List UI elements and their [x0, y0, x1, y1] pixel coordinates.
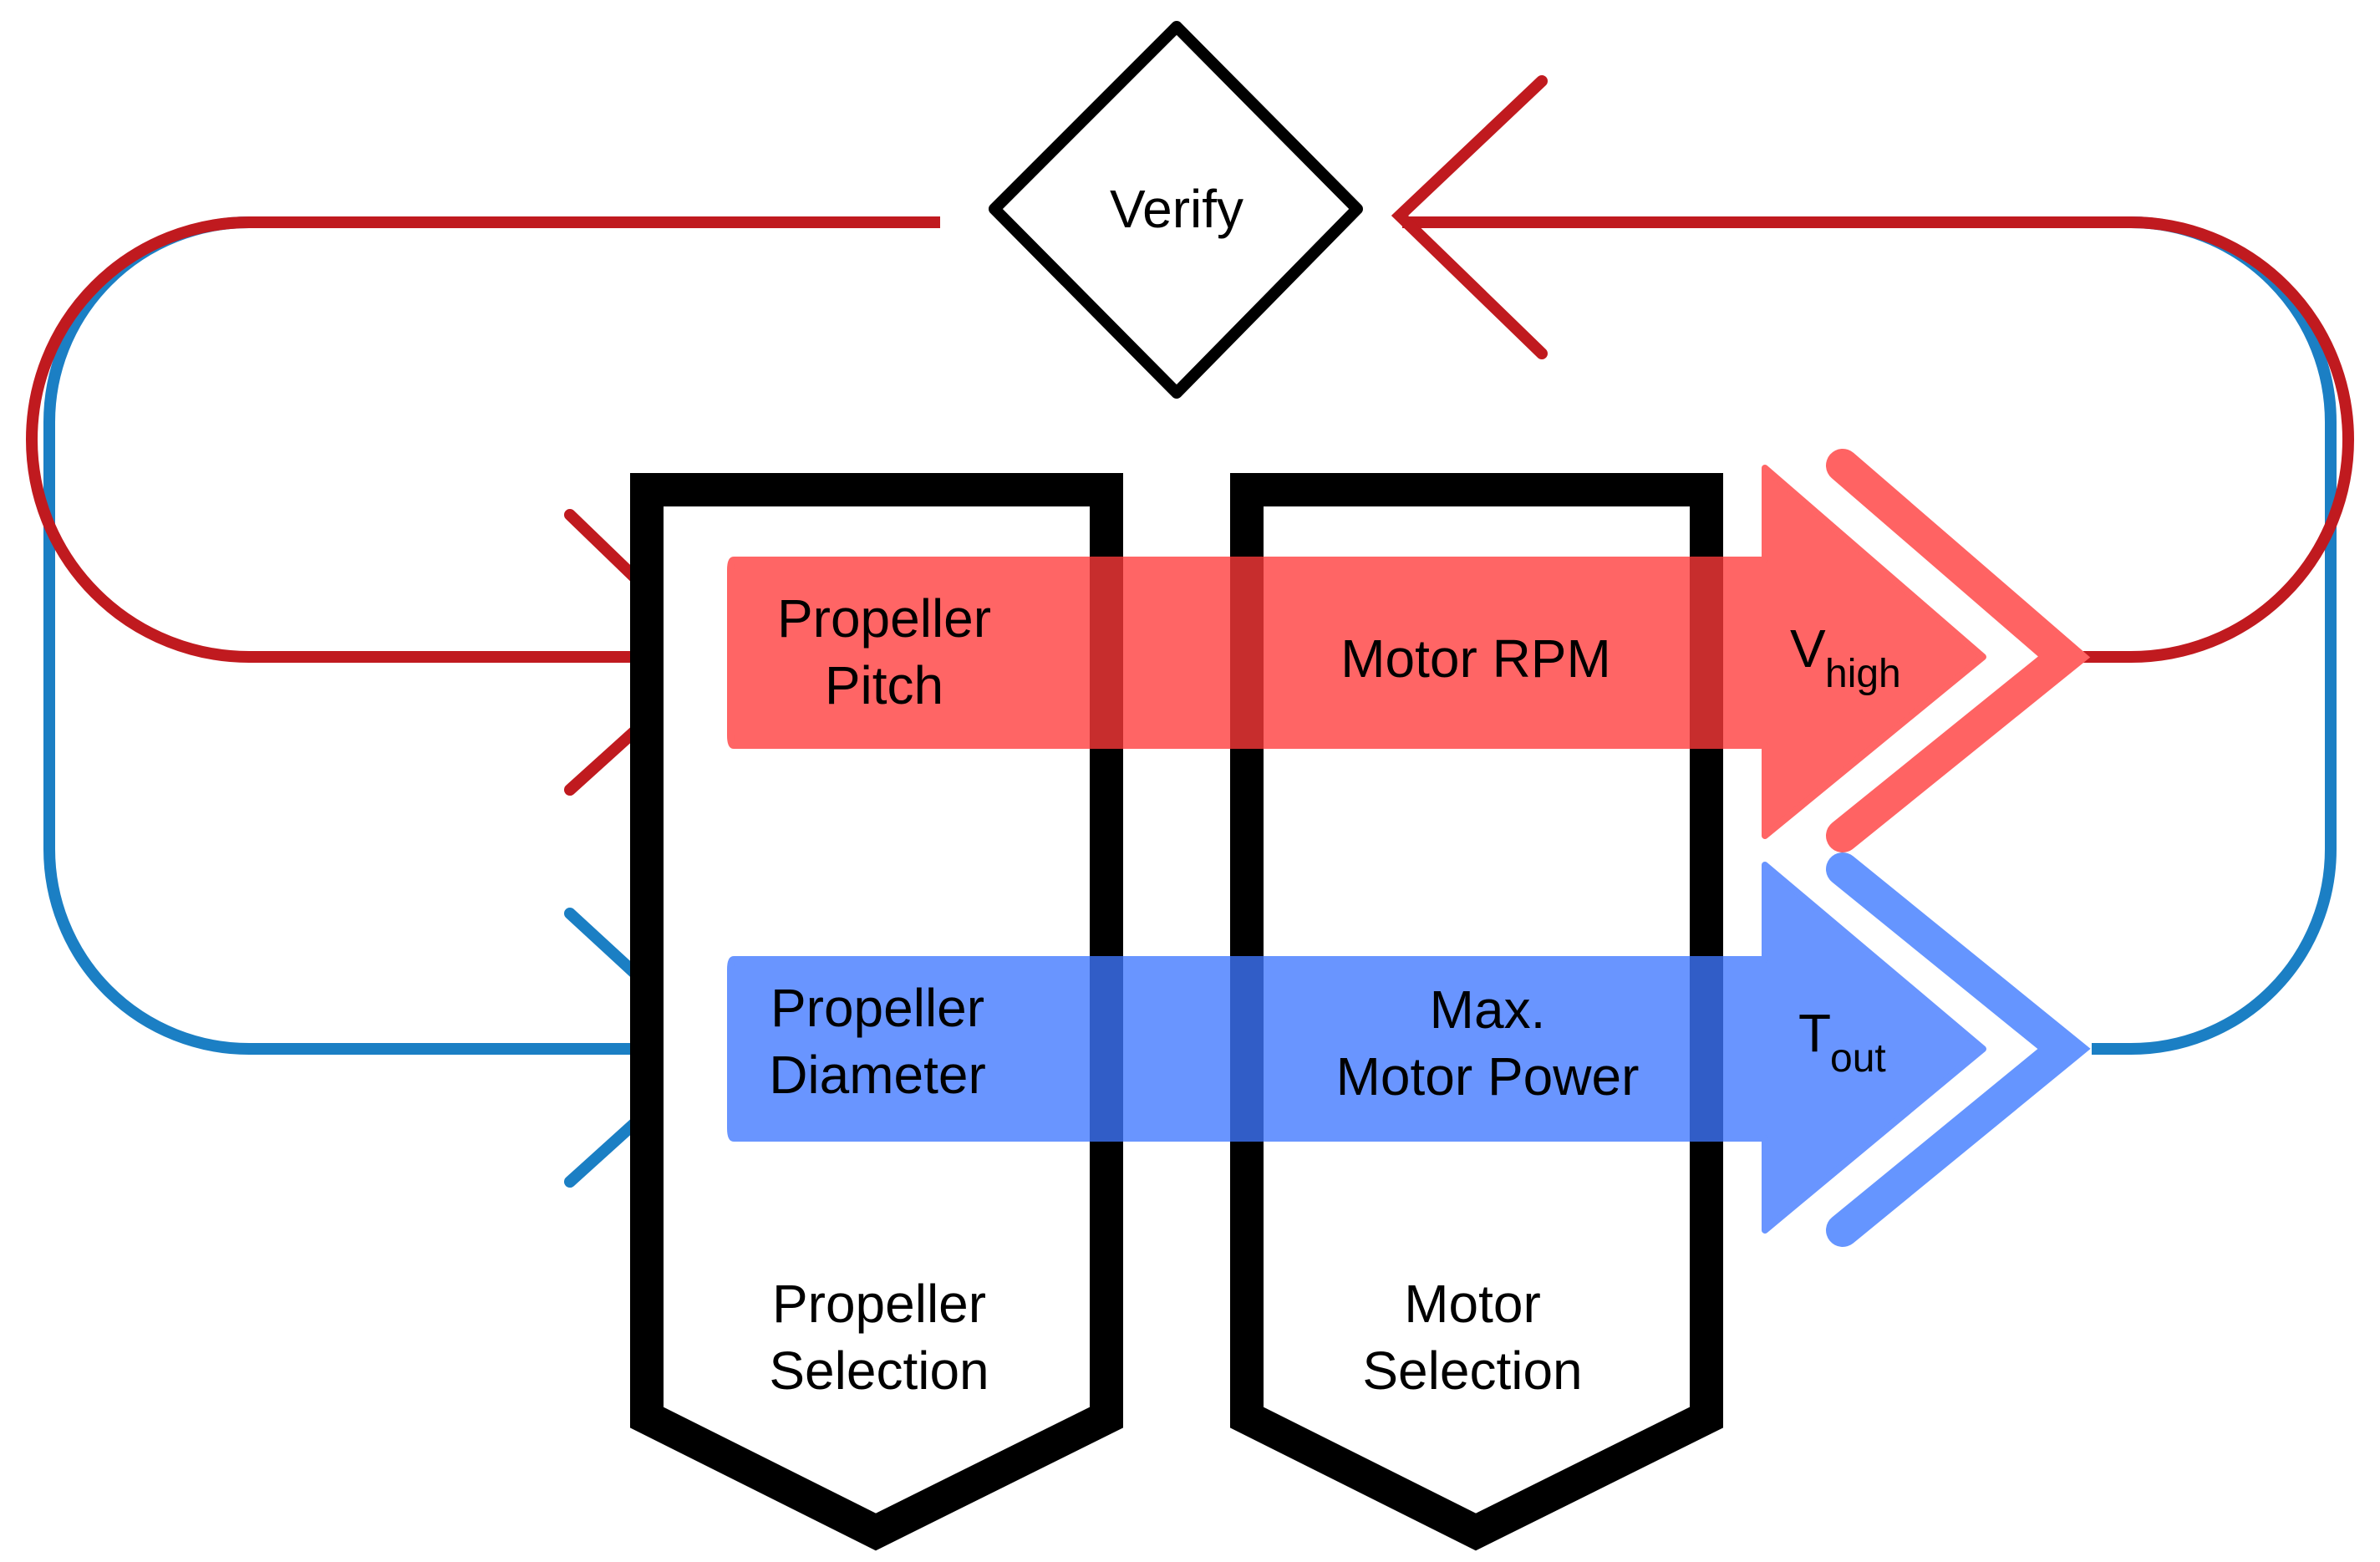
verify-diamond: [989, 21, 1363, 399]
propeller-diameter-label-line2: Diameter: [769, 1045, 986, 1105]
red-arrowhead-verify-icon: [1391, 75, 1548, 359]
red-feedback-loop: [1402, 216, 2355, 663]
t-out-subscript: out: [1830, 1036, 1886, 1081]
t-out-symbol: T: [1798, 1003, 1831, 1063]
max-motor-power-label-line1: Max.: [1430, 979, 1546, 1040]
verify-label: Verify: [1110, 179, 1243, 239]
propeller-pitch-label-line1: Propeller: [777, 588, 991, 649]
red-chevron-icon: [1826, 449, 2091, 852]
blue-parameter-arrow: [727, 862, 1986, 1234]
max-motor-power-label-line2: Motor Power: [1336, 1046, 1640, 1107]
motor-selection-label-line1: Motor: [1404, 1274, 1541, 1334]
red-parameter-arrow: [727, 465, 1986, 839]
v-high-symbol: V: [1790, 618, 1826, 679]
motor-selection-label-line2: Selection: [1362, 1341, 1582, 1401]
propeller-selection-label-line2: Selection: [769, 1341, 989, 1401]
v-high-subscript: high: [1825, 652, 1901, 696]
propeller-diameter-label-line1: Propeller: [770, 978, 984, 1038]
blue-chevron-icon: [1826, 852, 2091, 1247]
motor-rpm-label: Motor RPM: [1340, 628, 1611, 689]
propeller-selection-label-line1: Propeller: [772, 1274, 986, 1334]
red-feedback-loop-return: [25, 216, 940, 663]
propeller-pitch-label-line2: Pitch: [825, 655, 943, 715]
